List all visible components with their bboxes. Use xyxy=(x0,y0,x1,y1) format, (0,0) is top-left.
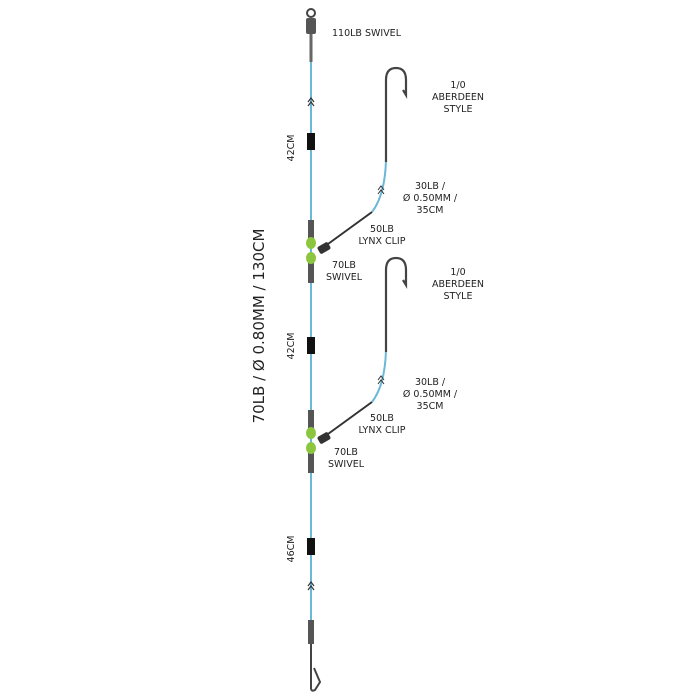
top-swivel-icon xyxy=(306,8,316,62)
snood-label: 35CM xyxy=(417,205,444,216)
hook-label: ABERDEEN xyxy=(432,92,484,103)
clip-label: LYNX CLIP xyxy=(359,236,406,247)
segment-length-label: 46CM xyxy=(286,536,297,563)
bead-icon xyxy=(306,442,316,454)
crimp-sleeve-icon xyxy=(307,133,315,150)
chevron-icon xyxy=(307,97,315,107)
swivel-label: 70LB xyxy=(332,260,356,271)
hook-label: STYLE xyxy=(444,291,473,302)
bead-icon xyxy=(306,237,316,249)
snood-label: Ø 0.50MM / xyxy=(403,193,458,204)
snood-label: 30LB / xyxy=(415,181,446,192)
top-swivel-label: 110LB SWIVEL xyxy=(332,28,402,39)
clip-label: LYNX CLIP xyxy=(359,425,406,436)
swivel-label: SWIVEL xyxy=(328,459,365,470)
swivel-label: SWIVEL xyxy=(326,272,363,283)
clip-label: 50LB xyxy=(370,413,394,424)
hook-icon xyxy=(384,256,408,352)
chevron-icon xyxy=(307,581,315,591)
dropper-assembly xyxy=(306,66,408,283)
crimp-sleeve-icon xyxy=(307,337,315,354)
swivel-label: 70LB xyxy=(334,447,358,458)
mainline-spec-label: 70LB / Ø 0.80MM / 130CM xyxy=(250,229,268,424)
hook-label: 1/0 xyxy=(450,267,465,278)
clip-label: 50LB xyxy=(370,224,394,235)
dropper-assembly xyxy=(306,256,408,473)
hook-label: 1/0 xyxy=(450,80,465,91)
snood-label: 30LB / xyxy=(415,377,446,388)
hook-label: ABERDEEN xyxy=(432,279,484,290)
segment-length-label: 42CM xyxy=(286,135,297,162)
segment-length-label: 42CM xyxy=(286,333,297,360)
hook-label: STYLE xyxy=(444,104,473,115)
bottom-clip-icon xyxy=(308,620,322,692)
hook-icon xyxy=(384,66,408,162)
snood-label: Ø 0.50MM / xyxy=(403,389,458,400)
crimp-sleeve-icon xyxy=(307,538,315,555)
bead-icon xyxy=(306,427,316,439)
bead-icon xyxy=(306,252,316,264)
snood-label: 35CM xyxy=(417,401,444,412)
